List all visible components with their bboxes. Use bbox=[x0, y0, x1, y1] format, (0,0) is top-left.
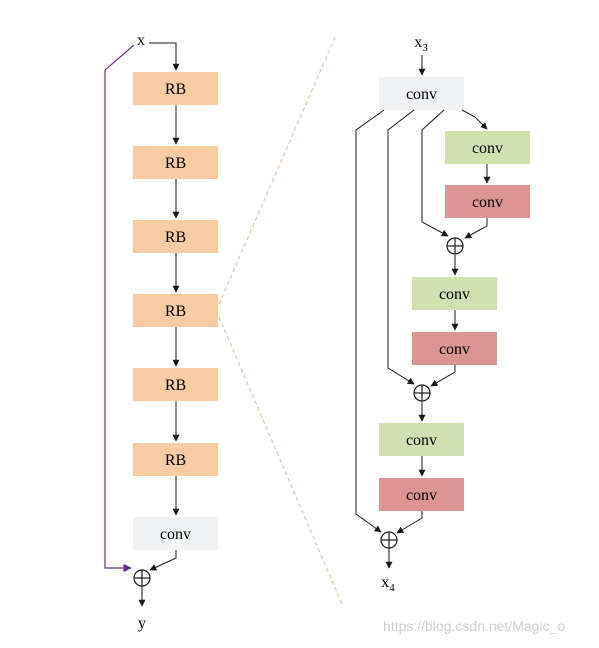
right-input-label: x3 bbox=[414, 34, 428, 54]
left-sum-node bbox=[133, 569, 151, 587]
stage2-conv-green-label: conv bbox=[439, 286, 470, 303]
right-first-conv-label: conv bbox=[406, 86, 437, 103]
rb-block bbox=[133, 220, 218, 253]
stage3-conv-green-label: conv bbox=[406, 432, 437, 449]
sum-node-1 bbox=[446, 237, 464, 255]
rb-block bbox=[133, 146, 218, 179]
stage1-to-sum1 bbox=[464, 218, 488, 239]
stage1-conv-red-label: conv bbox=[472, 194, 503, 211]
stage2-conv-green bbox=[412, 277, 497, 310]
stage2-to-sum2 bbox=[430, 365, 456, 387]
right-output-label: x4 bbox=[381, 574, 395, 594]
zoom-line-top bbox=[218, 34, 337, 305]
rb-label: RB bbox=[165, 303, 186, 320]
left-final-conv bbox=[133, 517, 218, 550]
left-final-conv-label: conv bbox=[160, 526, 191, 543]
right-first-conv bbox=[379, 77, 464, 110]
rb-block bbox=[133, 368, 218, 401]
rb-label: RB bbox=[165, 155, 186, 172]
sum-node-3 bbox=[380, 531, 398, 549]
stage1-conv-red bbox=[445, 185, 530, 218]
left-output-label: y bbox=[138, 615, 146, 632]
stage3-conv-red bbox=[379, 478, 464, 511]
rb-label: RB bbox=[165, 81, 186, 98]
rb-label: RB bbox=[165, 452, 186, 469]
right-connections bbox=[355, 109, 491, 569]
stage3-conv-green bbox=[379, 423, 464, 456]
watermark: https://blog.csdn.net/Magic_o bbox=[383, 618, 566, 634]
left-conv-to-sum-arrow bbox=[149, 550, 177, 571]
zoom-line-bottom bbox=[218, 316, 343, 605]
stage3-conv-red-label: conv bbox=[406, 487, 437, 504]
left-input-arrow bbox=[149, 42, 180, 71]
stage2-conv-red bbox=[412, 332, 497, 365]
skip-3 bbox=[355, 109, 385, 533]
rb-label: RB bbox=[165, 229, 186, 246]
stage2-conv-red-label: conv bbox=[439, 341, 470, 358]
stage3-to-sum3 bbox=[396, 511, 423, 534]
skip-1 bbox=[421, 109, 449, 237]
left-input-label: x bbox=[137, 32, 145, 49]
left-rb-blocks: RB RB RB RB RB RB bbox=[133, 72, 218, 476]
rb-label: RB bbox=[165, 377, 186, 394]
branch-to-stage1 bbox=[461, 109, 488, 130]
stage1-conv-green bbox=[445, 131, 530, 164]
stage1-conv-green-label: conv bbox=[472, 140, 503, 157]
skip-2 bbox=[387, 109, 415, 385]
rb-block bbox=[133, 72, 218, 105]
left-skip-connection bbox=[104, 44, 135, 573]
rb-block bbox=[133, 443, 218, 476]
sum-node-2 bbox=[413, 384, 431, 402]
rb-block bbox=[133, 294, 218, 327]
